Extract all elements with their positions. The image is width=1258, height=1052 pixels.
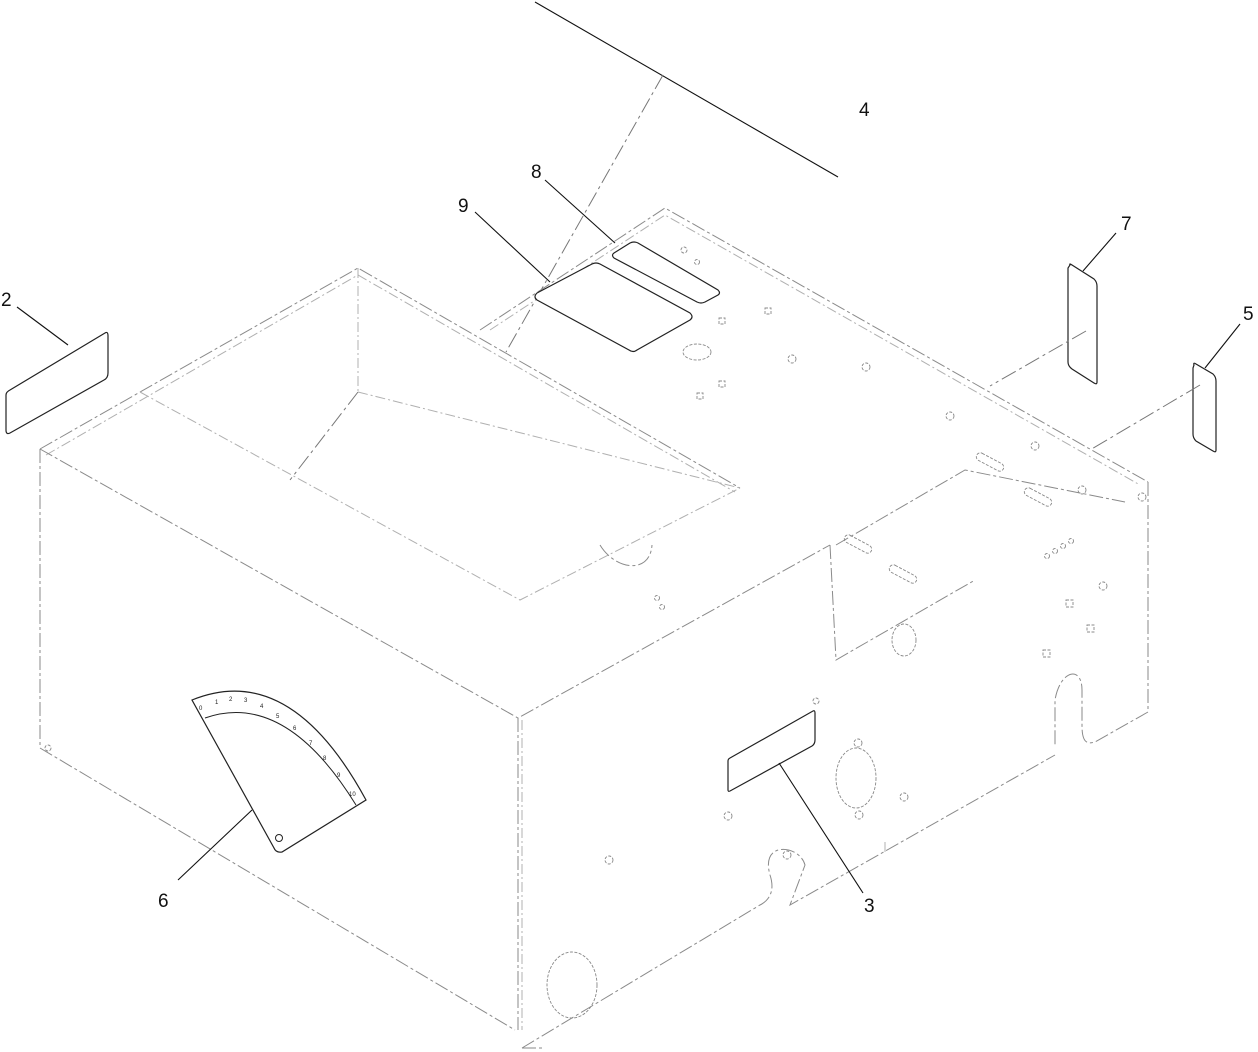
callout-8: 8: [531, 162, 542, 183]
svg-text:9: 9: [337, 773, 341, 779]
svg-text:5: 5: [276, 714, 280, 720]
svg-text:10: 10: [349, 792, 356, 798]
gauge-scale: 0 1 2 3 4 5 6 7 8 9 10: [199, 697, 356, 798]
decal-3: [727, 710, 864, 894]
callout-7: 7: [1121, 214, 1132, 235]
svg-text:1: 1: [215, 700, 219, 706]
housing-right-section: [479, 207, 1149, 1049]
callout-9: 9: [458, 196, 469, 217]
decal-9: [474, 211, 693, 353]
svg-text:6: 6: [293, 726, 297, 732]
svg-text:2: 2: [229, 697, 233, 703]
decal-8: [544, 179, 721, 304]
callout-5: 5: [1243, 304, 1254, 325]
strip-decal-4: [505, 1, 839, 353]
decal-7: [989, 232, 1117, 387]
callout-6: 6: [158, 891, 169, 912]
svg-text:8: 8: [323, 756, 327, 762]
svg-text:7: 7: [309, 741, 313, 747]
svg-text:3: 3: [244, 698, 248, 704]
gauge-decal-6: 0 1 2 3 4 5 6 7 8 9 10: [177, 690, 367, 881]
callout-4: 4: [859, 100, 870, 121]
decal-2: [5, 306, 109, 435]
callout-2: 2: [1, 290, 12, 311]
svg-text:4: 4: [260, 704, 264, 710]
svg-text:0: 0: [199, 706, 203, 712]
decal-5: [1089, 323, 1241, 453]
callout-3: 3: [864, 896, 875, 917]
housing-hopper: [39, 267, 831, 1031]
